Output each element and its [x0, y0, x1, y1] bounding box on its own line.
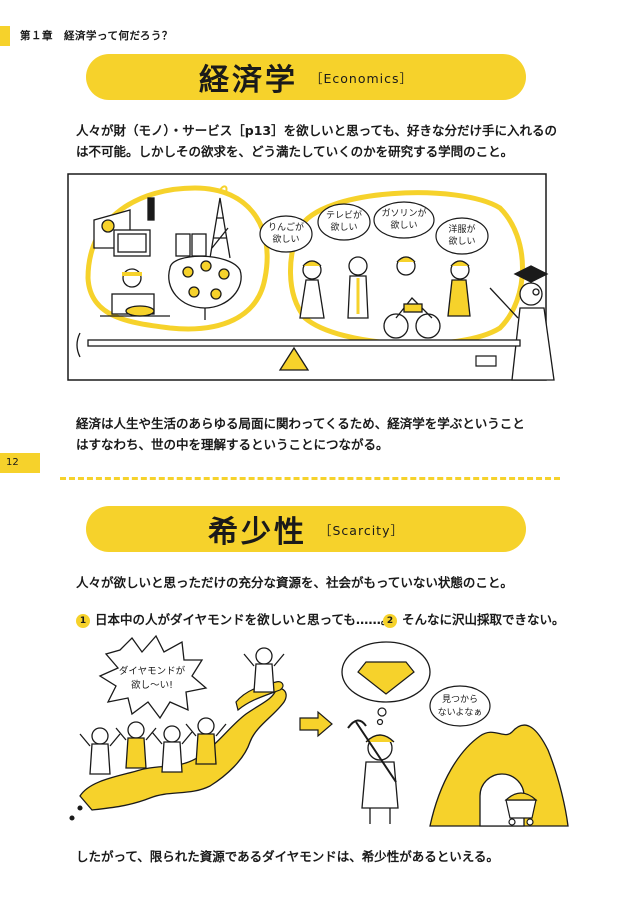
- diamond-icon: [357, 661, 415, 695]
- mine-cart-icon: [504, 792, 538, 826]
- bubble-clothes: 洋服が 欲しい: [435, 217, 489, 255]
- scarcity-point-1: 1 日本中の人がダイヤモンドを欲しいと思っても……。: [76, 609, 393, 628]
- oil-rig-icon: [209, 185, 231, 259]
- point-2-number: 2: [383, 614, 397, 628]
- chapter-tab: [0, 26, 10, 46]
- economics-title: 経済学: [198, 63, 298, 98]
- section-divider: [60, 477, 560, 480]
- economics-summary: 経済は人生や生活のあらゆる局面に関わってくるため、経済学を学ぶということ はすな…: [76, 413, 576, 455]
- factory-icon: [93, 197, 155, 257]
- point-1-number: 1: [76, 614, 90, 628]
- chapter-heading: 第１章 経済学って何だろう？: [20, 30, 173, 42]
- bubble-clothes-text-2: 欲しい: [448, 235, 475, 247]
- okinawa-islands: [69, 805, 83, 821]
- motion-lines-left: [76, 332, 81, 358]
- economics-title-en: ［Economics］: [309, 70, 414, 86]
- bubble-right-text-2: ないよなぁ: [438, 707, 483, 718]
- economics-summary-line-2: はすなわち、世の中を理解するということにつながる。: [76, 437, 389, 452]
- spiky-speech-bubble: [98, 634, 208, 720]
- scarcity-title-banner: 希少性 ［Scarcity］: [86, 506, 526, 552]
- bubble-left-text-2: 欲し～い!: [131, 679, 173, 691]
- people-on-map: [79, 647, 285, 775]
- point-2-text: そんなに沢山採取できない。: [402, 612, 565, 627]
- seesaw-fulcrum: [278, 346, 310, 371]
- tailor-icon: [100, 268, 170, 317]
- scarcity-point-2: 2 そんなに沢山採取できない。: [383, 609, 565, 628]
- economics-illustration: りんごが 欲しい テレビが 欲しい ガソリンが 欲しい 洋服が 欲しい: [67, 173, 555, 381]
- arrow-icon: [299, 710, 333, 738]
- resources-circle: [85, 185, 270, 332]
- bubble-tv: テレビが 欲しい: [317, 203, 371, 241]
- economics-title-banner: 経済学 ［Economics］: [86, 54, 526, 100]
- bubble-tv-text-1: テレビが: [326, 209, 362, 221]
- bubble-left-text-1: ダイヤモンドが: [119, 665, 186, 677]
- point-1-text: 日本中の人がダイヤモンドを欲しいと思っても……。: [95, 612, 394, 627]
- bubble-apple: りんごが 欲しい: [259, 215, 313, 253]
- scarcity-conclusion: したがって、限られた資源であるダイヤモンドは、希少性があるといえる。: [76, 849, 499, 864]
- scarcity-definition: 人々が欲しいと思っただけの充分な資源を、社会がもっていない状態のこと。: [76, 575, 513, 590]
- economics-definition-line-1: 人々が財（モノ）・サービス［p13］を欲しいと思っても、好きな分だけ手に入れるの: [76, 123, 557, 138]
- bubble-gasoline: ガソリンが 欲しい: [373, 201, 435, 239]
- bubble-right-text-1: 見つから: [442, 694, 478, 705]
- page-number: 12: [6, 457, 19, 468]
- economics-definition: 人々が財（モノ）・サービス［p13］を欲しいと思っても、好きな分だけ手に入れるの…: [76, 120, 576, 162]
- seesaw-beam: [87, 339, 521, 347]
- professor-icon: [489, 265, 555, 381]
- apple-tree-icon: [168, 255, 242, 320]
- chalk-box: [475, 355, 497, 367]
- bubble-apple-text-2: 欲しい: [272, 233, 299, 245]
- speech-bubble-right: [429, 685, 491, 727]
- economics-summary-line-1: 経済は人生や生活のあらゆる局面に関わってくるため、経済学を学ぶということ: [76, 416, 525, 431]
- bubble-gasoline-text-1: ガソリンが: [381, 207, 426, 219]
- miner-icon: [347, 719, 399, 824]
- scarcity-title-en: ［Scarcity］: [319, 522, 404, 538]
- economics-definition-line-2: は不可能。しかしその欲求を、どう満たしていくのかを研究する学問のこと。: [76, 144, 514, 159]
- bubble-clothes-text-1: 洋服が: [448, 223, 475, 235]
- scarcity-title: 希少性: [208, 515, 307, 550]
- people-group: [299, 256, 471, 339]
- bubble-tv-text-2: 欲しい: [330, 221, 357, 233]
- scarcity-illustration: ダイヤモンドが 欲し～い! 見つから ないよなぁ: [69, 634, 569, 827]
- barrels-icon: [175, 233, 207, 257]
- bubble-gasoline-text-2: 欲しい: [390, 219, 417, 231]
- page-number-tab: [0, 453, 40, 473]
- bubble-apple-text-1: りんごが: [268, 221, 304, 233]
